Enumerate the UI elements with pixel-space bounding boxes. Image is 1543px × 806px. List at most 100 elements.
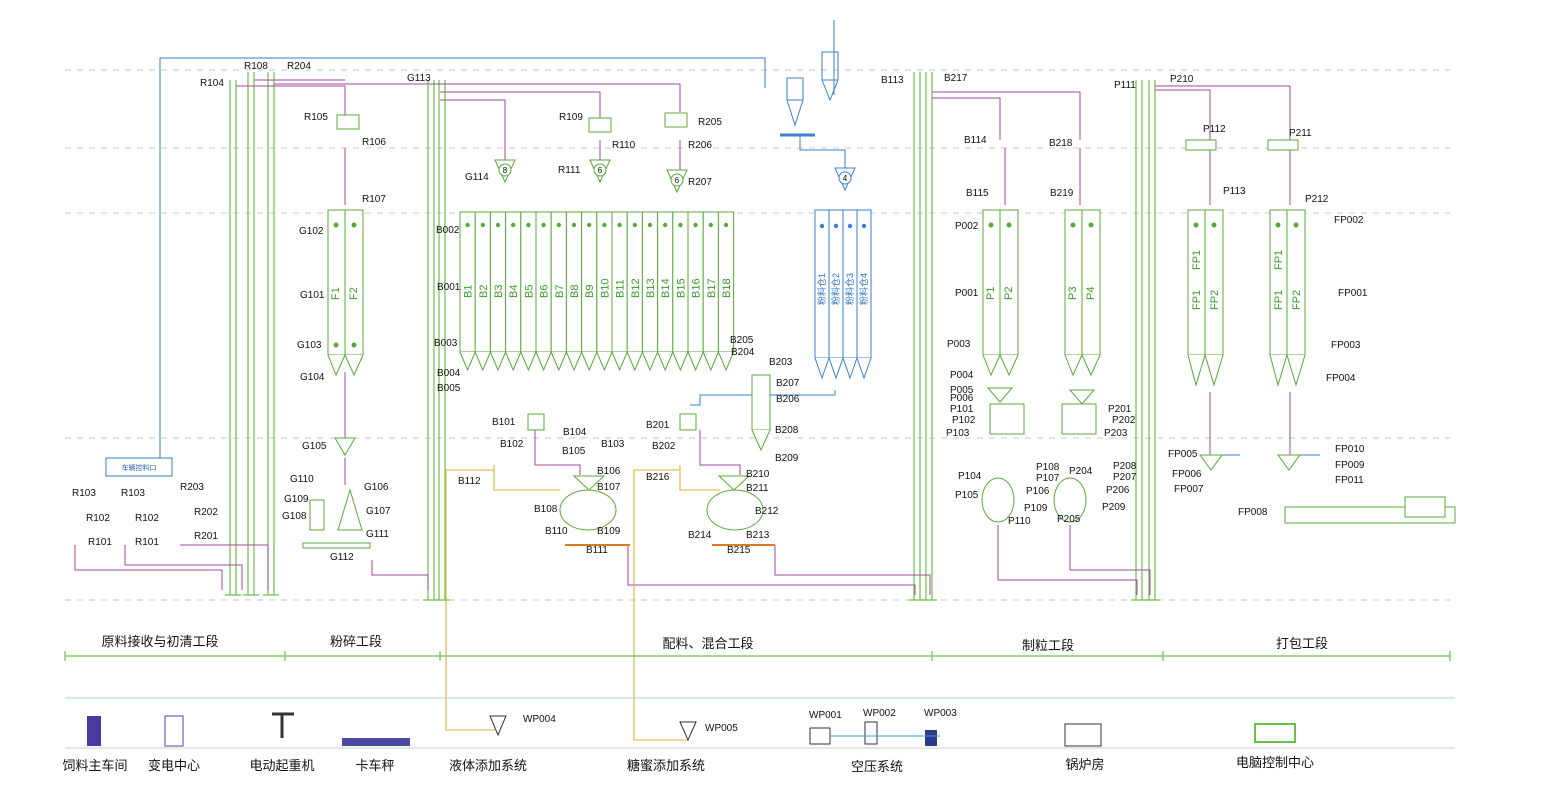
label-B212: B212 <box>755 506 779 517</box>
bin-FP1-b: FP1 <box>1273 290 1285 310</box>
molasses-system-icon <box>679 721 697 742</box>
powder-bin-level-sensor <box>833 223 839 229</box>
mixing-bin-cone <box>611 351 628 372</box>
mixing-bin-label: B6 <box>539 285 551 298</box>
fac-main-workshop: 饲料主车间 <box>62 758 127 774</box>
label-P210: P210 <box>1170 74 1194 85</box>
mixing-bin-cone <box>626 351 643 372</box>
label-WP003: WP003 <box>924 708 957 719</box>
label-G104: G104 <box>300 372 325 383</box>
mixing-bin-label: B1 <box>463 285 475 298</box>
mixing-bin-level-sensor <box>708 222 713 228</box>
bin-F2: F2 <box>348 287 360 300</box>
label-B110: B110 <box>545 526 568 537</box>
label-P206: P206 <box>1106 485 1130 496</box>
label-P006: P006 <box>950 393 974 404</box>
label-B214: B214 <box>688 530 712 541</box>
control-line: 车辆控料口 <box>105 57 766 477</box>
label-P207: P207 <box>1113 472 1137 483</box>
label-R203: R203 <box>180 482 204 493</box>
mixing-bin-cone <box>565 351 583 372</box>
label-B003: B003 <box>434 338 458 349</box>
mixing-bin-level-sensor <box>541 222 546 228</box>
fac-crane: 电动起重机 <box>249 758 314 774</box>
label-R207: R207 <box>688 177 712 188</box>
label-B004: B004 <box>437 368 461 379</box>
label-B207: B207 <box>776 378 800 389</box>
mixing-bin-label: B2 <box>478 285 490 298</box>
equipment-labels: R104 R108 R204 R105 R106 R107 G113 R109 … <box>72 61 1368 734</box>
label-G102: G102 <box>299 226 324 237</box>
label-B106: B106 <box>597 466 621 477</box>
mixing-bin-label: B11 <box>615 279 627 298</box>
mixing-bin-level-sensor <box>511 222 516 228</box>
mixing-bin <box>520 211 537 353</box>
mixing-bin-cone <box>657 351 674 372</box>
facility-icons <box>87 712 1296 747</box>
label-FP009: FP009 <box>1335 460 1365 471</box>
control-center-icon <box>1254 723 1296 743</box>
powder-bin-cone <box>828 357 844 380</box>
mixing-bin <box>550 211 567 353</box>
mixing-bin-level-sensor <box>556 222 561 228</box>
label-G107: G107 <box>366 506 391 517</box>
label-FP002: FP002 <box>1334 215 1364 226</box>
label-B213: B213 <box>746 530 770 541</box>
mixing-bin-cone <box>459 351 476 372</box>
hopper-4: 4 <box>843 174 848 183</box>
mixing-bin-cone <box>672 351 689 372</box>
label-P208: P208 <box>1113 461 1137 472</box>
bin-P1: P1 <box>985 287 997 300</box>
mixing-bin-cone <box>596 351 613 372</box>
label-B202: B202 <box>652 441 676 452</box>
bin-P4: P4 <box>1085 287 1097 300</box>
mixing-bin-cone <box>505 351 522 372</box>
mixing-bin-label: B8 <box>569 285 581 298</box>
label-R202: R202 <box>194 507 218 518</box>
bin-F1: F1 <box>330 287 342 300</box>
label-P102: P102 <box>952 415 976 426</box>
label-P113: P113 <box>1223 186 1246 197</box>
label-R102b: R102 <box>135 513 159 524</box>
label-G101: G101 <box>300 290 325 301</box>
label-R109: R109 <box>559 112 583 123</box>
boiler-icon <box>1064 723 1102 747</box>
control-box-label: 车辆控料口 <box>122 463 157 472</box>
mixing-bin <box>474 211 491 353</box>
mixing-bin-label: B7 <box>554 285 566 298</box>
label-P001: P001 <box>955 288 979 299</box>
elevators <box>225 72 1160 601</box>
label-B206: B206 <box>776 394 800 405</box>
label-P004: P004 <box>950 370 974 381</box>
label-B210: B210 <box>746 469 770 480</box>
label-R101a: R101 <box>88 537 112 548</box>
mixing-bin-label: B18 <box>721 278 733 298</box>
stage-axis: 原料接收与初清工段 粉碎工段 配料、混合工段 制粒工段 打包工段 <box>64 634 1451 661</box>
label-B217: B217 <box>944 73 968 84</box>
powder-bin-level-sensor <box>847 223 853 229</box>
label-FP005: FP005 <box>1168 449 1198 460</box>
label-R101b: R101 <box>135 537 159 548</box>
stage-pelleting: 制粒工段 <box>1022 639 1074 654</box>
label-B205: B205 <box>730 335 754 346</box>
powder-bin-cone <box>814 357 830 380</box>
label-P105: P105 <box>955 490 979 501</box>
mixing-bin-level-sensor <box>602 222 607 228</box>
bin-FP1-small-a: FP1 <box>1191 250 1203 270</box>
label-P202: P202 <box>1112 415 1136 426</box>
mixing-bin <box>459 211 476 353</box>
mixing-bin-label: B17 <box>706 278 718 298</box>
mixing-bin-label: B16 <box>691 278 703 298</box>
label-B204: B204 <box>731 347 755 358</box>
powder-bin-cone <box>856 357 872 380</box>
label-R102a: R102 <box>86 513 110 524</box>
label-B114: B114 <box>964 135 987 146</box>
label-B105: B105 <box>562 446 586 457</box>
mixing-bin-level-sensor <box>526 222 531 228</box>
label-G110: G110 <box>290 474 314 485</box>
facility-labels: 饲料主车间 变电中心 电动起重机 卡车秤 液体添加系统 糖蜜添加系统 空压系统 … <box>62 756 1314 775</box>
equipment <box>302 112 1456 549</box>
powder-bin-cone <box>842 357 858 380</box>
mixing-bin <box>581 211 598 353</box>
